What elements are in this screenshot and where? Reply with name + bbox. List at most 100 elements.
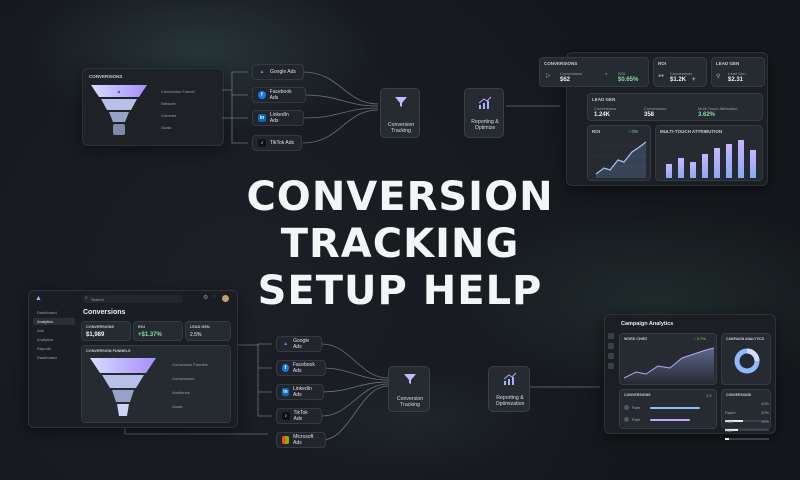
br-bar-row-2: Rate 30% (725, 410, 769, 431)
nav-item-4[interactable]: Analytics (37, 337, 54, 342)
br-bar-row-3-label: Rate (725, 428, 734, 433)
nav-item-3[interactable]: Ads (37, 328, 44, 333)
grid-icon[interactable] (608, 343, 614, 349)
top-reporting-label-2: Optimize (474, 125, 496, 131)
chart-icon[interactable] (608, 353, 614, 359)
bottom-platform-facebook-ads[interactable]: f Facebook Ads (276, 360, 326, 376)
nav-item-6[interactable]: Dashboard (37, 355, 57, 360)
people-icon: ●● (658, 73, 665, 79)
br-conv-row-1: Rate (624, 404, 714, 412)
app-funnel-card: CONVERSION FUNNELS Conversion Funnels Co… (81, 345, 231, 423)
svg-text:▲: ▲ (117, 89, 122, 95)
funnel-icon (395, 97, 407, 107)
app-stat-leadgen: LEAD GEN 2.5% (185, 321, 231, 341)
nav-item-1[interactable]: Dashboard (37, 310, 57, 315)
headline: CONVERSION TRACKING SETUP HELP (0, 174, 800, 315)
br-bar-row-2-value: 30% (760, 410, 769, 415)
tr-conv-stat2-value: $0.65% (618, 77, 639, 83)
br-chart-title: WORK CHIEZ (624, 337, 648, 341)
br-donut-chart (734, 348, 760, 374)
br-area-chart (624, 347, 714, 384)
tr-leadgen-col2-value: 358 (644, 112, 655, 118)
app-stat1-label: CONVERSIONS (86, 325, 115, 329)
br-bar-row-2-fill (725, 429, 769, 431)
tr-leadgen-col1-value: 1.24K (594, 112, 611, 118)
tr-roi-chart-title: ROI (592, 129, 601, 134)
top-funnel-label-2: Network (161, 101, 176, 106)
tr-mta-card: MULTI-TOUCH ATTRIBUTION (655, 125, 763, 181)
headline-line-3: SETUP HELP (257, 268, 543, 314)
avatar[interactable] (222, 295, 229, 302)
tr-leadgen-stat-value: $2.31 (728, 77, 744, 83)
tr-leadgen-col3-label: Multi-Touch Attribution (698, 106, 738, 111)
bottom-reporting-label-1: Reporting & (496, 395, 524, 401)
pin-icon: ⚲ (716, 74, 721, 80)
bottom-platform-google-ads[interactable]: ▲ Google Ads (276, 336, 322, 352)
tr-conversions-card: CONVERSIONS ▷ Conversions $62 ◔ ROI $0.6… (539, 57, 649, 87)
app-funnel-label-4: Goals (172, 404, 183, 409)
tr-leadgen-row-title: LEAD GEN (592, 97, 616, 102)
tr-mta-bar-chart (666, 140, 756, 178)
notification-icon[interactable]: ◌ (213, 294, 217, 300)
br-bar-row-3: Rate 10% (725, 419, 769, 440)
bottom-right-dashboard: Campaign Analytics WORK CHIEZ ↑ 0.7% CAM… (604, 314, 776, 440)
br-conv-row-1-label: Rate (632, 405, 641, 410)
br-donut-card: CAMPAIGN ANALYTICS (721, 333, 771, 385)
top-platform-tiktok-ads[interactable]: ♪ TikTok Ads (252, 135, 302, 151)
top-platform-facebook-ads-label: Facebook Ads (269, 89, 292, 101)
br-bar-row-1-fill (725, 420, 769, 422)
app-stat2-label: ROI (138, 325, 145, 329)
search-icon: ⌕ (85, 295, 88, 301)
clock-icon: ◔ (604, 72, 608, 78)
top-platform-google-ads[interactable]: ▲ Google Ads (252, 64, 304, 80)
tr-leadgen-col1-label: Conversions (594, 106, 617, 111)
settings-icon[interactable]: ⚙ (203, 295, 209, 301)
bottom-platform-tiktok-ads[interactable]: ♪ TikTok Ads (276, 408, 322, 424)
top-reporting-node[interactable]: Reporting & Optimize (464, 88, 504, 138)
tr-roi-stat-label: Conversions (670, 71, 693, 76)
top-platform-linkedin-ads[interactable]: in LinkedIn Ads (252, 110, 304, 126)
google-ads-icon: ▲ (283, 341, 289, 347)
bottom-platform-microsoft-ads[interactable]: Microsoft Ads (276, 432, 326, 448)
tr-roi-card: ROI ●● Conversions $1.2K + (653, 57, 707, 87)
trend-chart-icon (478, 96, 492, 109)
top-conversion-tracking-node[interactable]: Conversion Tracking (380, 88, 420, 138)
home-icon[interactable] (608, 333, 614, 339)
br-conversions-title: CONVERSIONS (624, 393, 651, 397)
tr-roi-chart-card: ROI ↑ 0% (587, 125, 651, 181)
app-funnel-label-3: Ambience (172, 390, 190, 395)
nav-item-5[interactable]: Reports (37, 346, 52, 351)
top-funnel-label-4: Goals (161, 125, 172, 130)
linkedin-icon: in (258, 114, 266, 122)
app-funnel-label-1: Conversion Funnels (172, 362, 208, 367)
bottom-conversion-tracking-node[interactable]: Conversion Tracking (388, 366, 430, 412)
play-icon: ▷ (546, 73, 551, 79)
linkedin-icon: in (282, 388, 289, 396)
bottom-platform-linkedin-ads-label: LinkedIn Ads (292, 386, 312, 398)
app-stat2-value: +$1.37% (138, 332, 162, 338)
app-search-bar[interactable]: ⌕ Search (83, 295, 183, 303)
bottom-platform-linkedin-ads[interactable]: in LinkedIn Ads (276, 384, 324, 400)
tr-leadgen-stat-label: Lead Gen (728, 71, 746, 76)
nav-item-2[interactable]: Analytics (33, 318, 75, 325)
user-icon[interactable] (608, 363, 614, 369)
tr-leadgen-card: LEAD GEN ⚲ Lead Gen $2.31 (711, 57, 765, 87)
br-conversions2-card: CONVERSIONS Rapid 40% Rate 30% Rate 10% (721, 389, 771, 440)
top-platform-facebook-ads[interactable]: f Facebook Ads (252, 87, 306, 103)
headline-line-2: TRACKING (280, 221, 520, 267)
app-page-title: Conversions (83, 309, 126, 316)
top-funnel-graphic: ▲ (91, 85, 147, 135)
top-tracking-label-2: Tracking (391, 128, 411, 134)
facebook-icon: f (258, 91, 266, 99)
row-avatar (624, 417, 629, 422)
app-stat3-label: LEAD GEN (190, 325, 210, 329)
bottom-platform-facebook-ads-label: Facebook Ads (292, 362, 315, 374)
br-conv-row-2-label: Rate (632, 417, 641, 422)
br-conversions-count: 4.5 (706, 393, 712, 398)
bottom-reporting-node[interactable]: Reporting & Optimization (488, 366, 530, 412)
tr-roi-title: ROI (658, 61, 667, 66)
br-conv-row-1-bar (650, 407, 700, 409)
br-conv-row-2: Rate (624, 416, 714, 424)
top-reporting-label-1: Reporting & (471, 119, 499, 125)
tiktok-icon: ♪ (258, 139, 266, 147)
